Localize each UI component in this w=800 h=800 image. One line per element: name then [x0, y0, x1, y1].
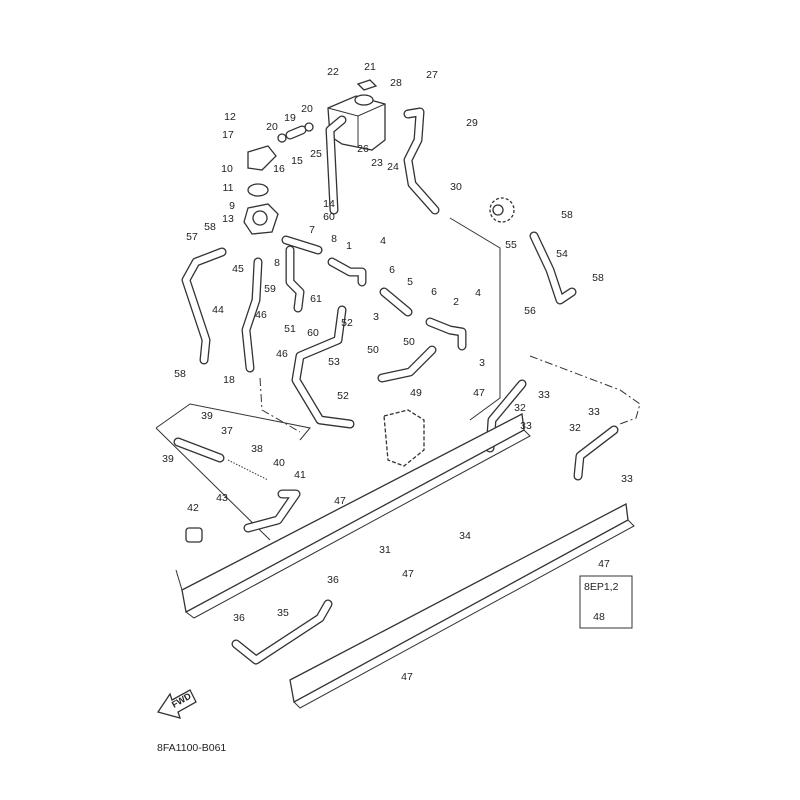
callout-24[interactable]: 24 [387, 161, 399, 173]
callout-22[interactable]: 22 [327, 66, 339, 78]
callout-33[interactable]: 33 [588, 406, 600, 418]
reservoir-tank[interactable] [327, 79, 386, 151]
callout-27[interactable]: 27 [426, 69, 438, 81]
water-pump[interactable] [489, 197, 515, 223]
callout-23[interactable]: 23 [371, 157, 383, 169]
callout-15[interactable]: 15 [291, 155, 303, 167]
callout-6[interactable]: 6 [431, 286, 437, 298]
heat-exchanger-34[interactable] [289, 502, 635, 709]
callout-13[interactable]: 13 [222, 213, 234, 225]
callout-56[interactable]: 56 [524, 305, 536, 317]
pump-cover[interactable] [383, 409, 425, 467]
callout-48[interactable]: 48 [593, 611, 605, 623]
callout-32[interactable]: 32 [569, 422, 581, 434]
callout-17[interactable]: 17 [222, 129, 234, 141]
callout-2[interactable]: 2 [453, 296, 459, 308]
callout-40[interactable]: 40 [273, 457, 285, 469]
callout-50[interactable]: 50 [367, 344, 379, 356]
callout-47[interactable]: 47 [473, 387, 485, 399]
callout-1[interactable]: 1 [346, 240, 352, 252]
callout-47[interactable]: 47 [402, 568, 414, 580]
callout-3[interactable]: 3 [479, 357, 485, 369]
callout-45[interactable]: 45 [232, 263, 244, 275]
callout-34[interactable]: 34 [459, 530, 471, 542]
variant-box-label: 8EP1,2 [584, 581, 619, 593]
callout-55[interactable]: 55 [505, 239, 517, 251]
callout-39[interactable]: 39 [162, 453, 174, 465]
callout-38[interactable]: 38 [251, 443, 263, 455]
callout-12[interactable]: 12 [224, 111, 236, 123]
callout-39[interactable]: 39 [201, 410, 213, 422]
callout-6[interactable]: 6 [389, 264, 395, 276]
callout-16[interactable]: 16 [273, 163, 285, 175]
callout-18[interactable]: 18 [223, 374, 235, 386]
callout-54[interactable]: 54 [556, 248, 568, 260]
callout-4[interactable]: 4 [380, 235, 386, 247]
callout-36[interactable]: 36 [327, 574, 339, 586]
callout-3[interactable]: 3 [373, 311, 379, 323]
callout-53[interactable]: 53 [328, 356, 340, 368]
callout-42[interactable]: 42 [187, 502, 199, 514]
callout-43[interactable]: 43 [216, 492, 228, 504]
callout-8[interactable]: 8 [274, 257, 280, 269]
callout-60[interactable]: 60 [307, 327, 319, 339]
callout-58[interactable]: 58 [174, 368, 186, 380]
callout-9[interactable]: 9 [229, 200, 235, 212]
callout-20[interactable]: 20 [301, 103, 313, 115]
fwd-arrow-icon: FWD [156, 689, 197, 719]
heat-exchanger-31[interactable] [175, 412, 531, 619]
callout-7[interactable]: 7 [309, 224, 315, 236]
thermostat [247, 183, 269, 197]
callout-5[interactable]: 5 [407, 276, 413, 288]
callout-60[interactable]: 60 [323, 211, 335, 223]
callout-51[interactable]: 51 [284, 323, 296, 335]
callout-52[interactable]: 52 [337, 390, 349, 402]
callout-10[interactable]: 10 [221, 163, 233, 175]
callout-61[interactable]: 61 [310, 293, 322, 305]
callout-58[interactable]: 58 [592, 272, 604, 284]
callout-47[interactable]: 47 [334, 495, 346, 507]
callout-44[interactable]: 44 [212, 304, 224, 316]
callout-58[interactable]: 58 [204, 221, 216, 233]
callout-20[interactable]: 20 [266, 121, 278, 133]
callout-8[interactable]: 8 [331, 233, 337, 245]
callout-11[interactable]: 11 [223, 182, 234, 194]
callout-37[interactable]: 37 [221, 425, 233, 437]
callout-57[interactable]: 57 [186, 231, 198, 243]
callout-49[interactable]: 49 [410, 387, 422, 399]
callout-59[interactable]: 59 [264, 283, 276, 295]
callout-30[interactable]: 30 [450, 181, 462, 193]
callout-14[interactable]: 14 [323, 198, 335, 210]
callout-50[interactable]: 50 [403, 336, 415, 348]
callout-58[interactable]: 58 [561, 209, 573, 221]
callout-4[interactable]: 4 [475, 287, 481, 299]
variant-box [579, 575, 633, 629]
reservoir-cap [356, 79, 378, 91]
spring-38[interactable] [227, 459, 269, 481]
cap-42[interactable] [185, 527, 203, 543]
callout-36[interactable]: 36 [233, 612, 245, 624]
thermostat-housing[interactable] [243, 145, 279, 235]
callout-47[interactable]: 47 [598, 558, 610, 570]
callout-25[interactable]: 25 [310, 148, 322, 160]
diagram-code: 8FA1100-B061 [157, 742, 226, 754]
callout-29[interactable]: 29 [466, 117, 478, 129]
callout-46[interactable]: 46 [255, 309, 267, 321]
callout-35[interactable]: 35 [277, 607, 289, 619]
callout-26[interactable]: 26 [357, 143, 369, 155]
callout-32[interactable]: 32 [514, 402, 526, 414]
callout-33[interactable]: 33 [538, 389, 550, 401]
callout-33[interactable]: 33 [520, 420, 532, 432]
callout-33[interactable]: 33 [621, 473, 633, 485]
callout-31[interactable]: 31 [379, 544, 391, 556]
callout-21[interactable]: 21 [364, 61, 376, 73]
callout-52[interactable]: 52 [341, 317, 353, 329]
callout-19[interactable]: 19 [284, 112, 296, 124]
callout-41[interactable]: 41 [294, 469, 306, 481]
callout-47[interactable]: 47 [401, 671, 413, 683]
callout-28[interactable]: 28 [390, 77, 402, 89]
callout-46[interactable]: 46 [276, 348, 288, 360]
